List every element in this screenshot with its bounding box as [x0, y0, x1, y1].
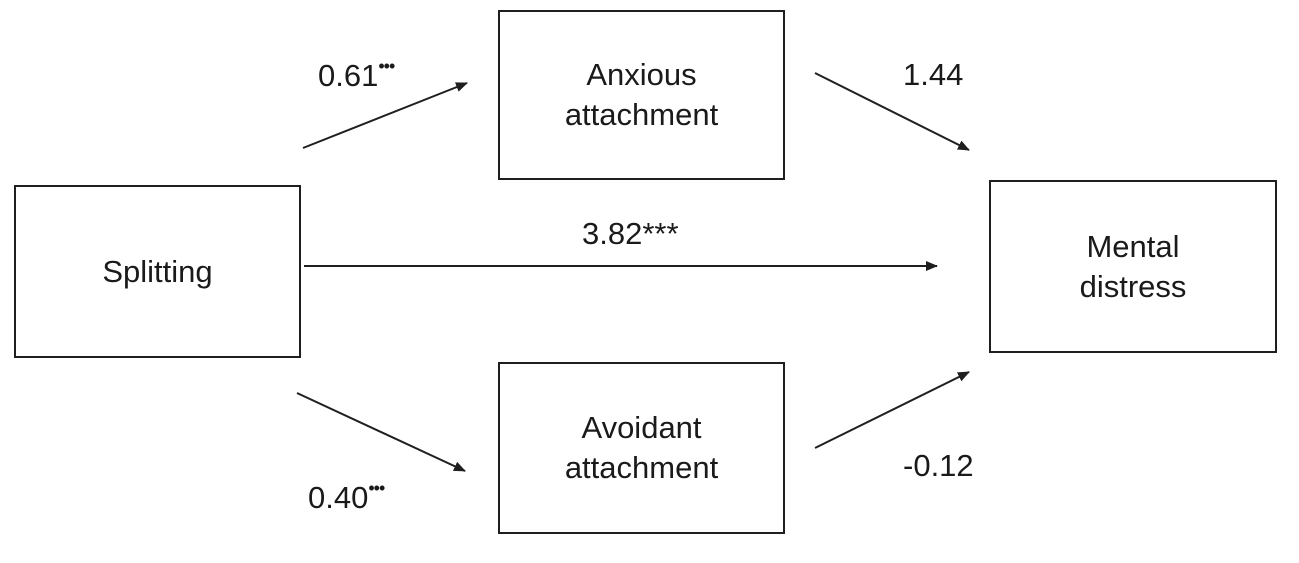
node-mental-distress: Mental distress	[989, 180, 1277, 353]
node-distress-label-line2: distress	[1079, 268, 1187, 304]
node-splitting: Splitting	[14, 185, 301, 358]
coef-splitting-to-avoidant: 0.40•••	[308, 470, 385, 516]
node-avoidant-label-line1: Avoidant	[581, 410, 702, 445]
node-anxious-label-line1: Anxious	[586, 57, 697, 92]
coef-avoidant-to-distress: -0.12	[903, 448, 974, 483]
node-anxious-attachment: Anxious attachment	[498, 10, 785, 180]
coef-splitting-to-anxious: 0.61•••	[318, 48, 395, 94]
coef-splitting-to-distress: 3.82***	[582, 216, 679, 251]
node-anxious-label-line2: attachment	[564, 97, 719, 132]
node-distress-label-line1: Mental	[1086, 228, 1180, 264]
coef-splitting-to-anxious-significance: •••	[378, 56, 395, 76]
coef-anxious-to-distress: 1.44	[903, 57, 964, 92]
node-avoidant-attachment: Avoidant attachment	[498, 362, 785, 534]
node-splitting-label: Splitting	[102, 253, 213, 289]
arrow-splitting-to-avoidant	[296, 392, 466, 472]
arrow-anxious-to-distress	[814, 72, 970, 151]
coef-splitting-to-anxious-value: 0.61	[318, 58, 379, 93]
arrow-splitting-to-anxious	[302, 82, 468, 149]
coef-splitting-to-avoidant-significance: •••	[368, 478, 385, 498]
node-avoidant-label-line2: attachment	[564, 450, 719, 485]
arrow-avoidant-to-distress	[814, 371, 970, 449]
coef-splitting-to-avoidant-value: 0.40	[308, 480, 369, 515]
